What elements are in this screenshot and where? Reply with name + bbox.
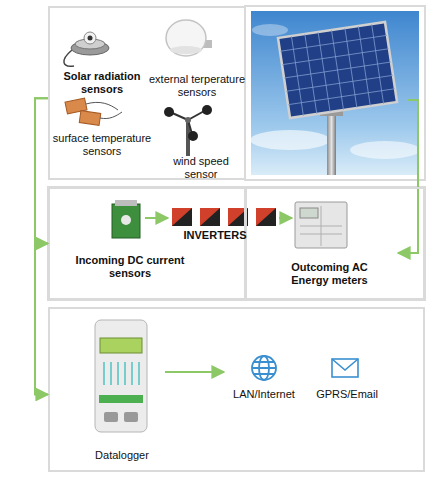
serial-port: [124, 412, 138, 422]
pyranometer-dome: [84, 32, 96, 44]
anemometer-cup: [202, 105, 212, 115]
surface-sensor-icon: [65, 98, 122, 125]
envelope-flap: [332, 359, 358, 370]
node-label: external terperature sensors: [147, 73, 247, 99]
cloud: [252, 24, 288, 36]
pyranometer-icon: [64, 32, 109, 66]
node-label: wind speed sensor: [167, 155, 235, 181]
globe-outline: [252, 356, 276, 380]
cloud: [250, 130, 330, 150]
meter-body: [295, 202, 347, 248]
flow-arrow: [279, 217, 292, 219]
panel-pole: [327, 112, 336, 175]
inverter-box: [172, 208, 192, 226]
sensor-dome: [166, 20, 206, 56]
energy-meter-icon: [295, 202, 347, 248]
inverter-icons: [172, 208, 276, 226]
flow-arrow: [165, 371, 224, 373]
energy-meter-panel: Outcoming AC Energy meters: [245, 187, 425, 300]
sensor-panel: Solar radiation sensorsexternal terperat…: [48, 6, 246, 180]
anemometer-cup: [164, 107, 174, 117]
component-label: INVERTERS: [178, 229, 252, 242]
datalogger-lcd: [100, 338, 142, 353]
solar-panel: [278, 22, 397, 118]
inverter-shade: [200, 208, 220, 226]
sensor-cable: [64, 50, 74, 66]
node-label: Incoming DC current sensors: [65, 254, 195, 280]
globe-parallels: [252, 362, 276, 374]
node-label: Solar radiation sensors: [54, 70, 150, 96]
envelope-icon: [332, 359, 358, 377]
dc-sensor-body: [112, 204, 140, 238]
solar-cell-grid: [278, 22, 397, 118]
dc-sensor-hole: [121, 215, 131, 225]
node-label: Outcoming AC Energy meters: [277, 261, 382, 287]
envelope-body: [332, 359, 358, 377]
cloud: [350, 141, 420, 159]
surface-sensor-pad: [79, 111, 100, 126]
datalogger-panel: Datalogger LAN/InternetGPRS/Email: [48, 307, 425, 472]
node-label: LAN/Internet: [224, 388, 304, 401]
inverter-shade: [256, 208, 276, 226]
inverter-box: [256, 208, 276, 226]
photo-frame: [245, 6, 425, 180]
serial-port: [104, 412, 118, 422]
meter-display: [300, 208, 318, 218]
anemometer-hub: [185, 117, 191, 123]
anemometer-icon: [164, 105, 212, 156]
node-label: surface temperature sensors: [52, 132, 152, 158]
signal-connector: [35, 98, 48, 243]
inverter-box: [200, 208, 220, 226]
terminal-block: [99, 395, 143, 403]
node-label: GPRS/Email: [307, 388, 387, 401]
sky-photo: [251, 11, 419, 175]
solar-panel-body: [278, 22, 397, 118]
anemometer-arms: [170, 110, 206, 134]
dc-sensor-panel: Incoming DC current sensors: [48, 187, 246, 300]
dc-sensor-icon: [112, 200, 140, 238]
inverter-shade: [172, 208, 192, 226]
flow-arrow: [145, 217, 168, 219]
temperature-sensor-icon: [166, 20, 212, 56]
signal-connector: [35, 98, 48, 394]
power-line: [398, 100, 418, 253]
datalogger-body: [95, 320, 147, 432]
datalogger-icon: [95, 320, 147, 432]
node-label: Datalogger: [87, 449, 157, 462]
dc-sensor-top: [115, 200, 137, 206]
globe-icon: [252, 356, 276, 380]
sensor-wire: [86, 102, 122, 118]
meter-modules: [300, 206, 342, 246]
datalogger-leds: [104, 362, 139, 385]
sensor-dome-rim: [170, 46, 202, 54]
band-frame: [48, 187, 425, 300]
pyranometer-sensor: [88, 36, 93, 41]
anemometer-cup: [188, 131, 198, 141]
